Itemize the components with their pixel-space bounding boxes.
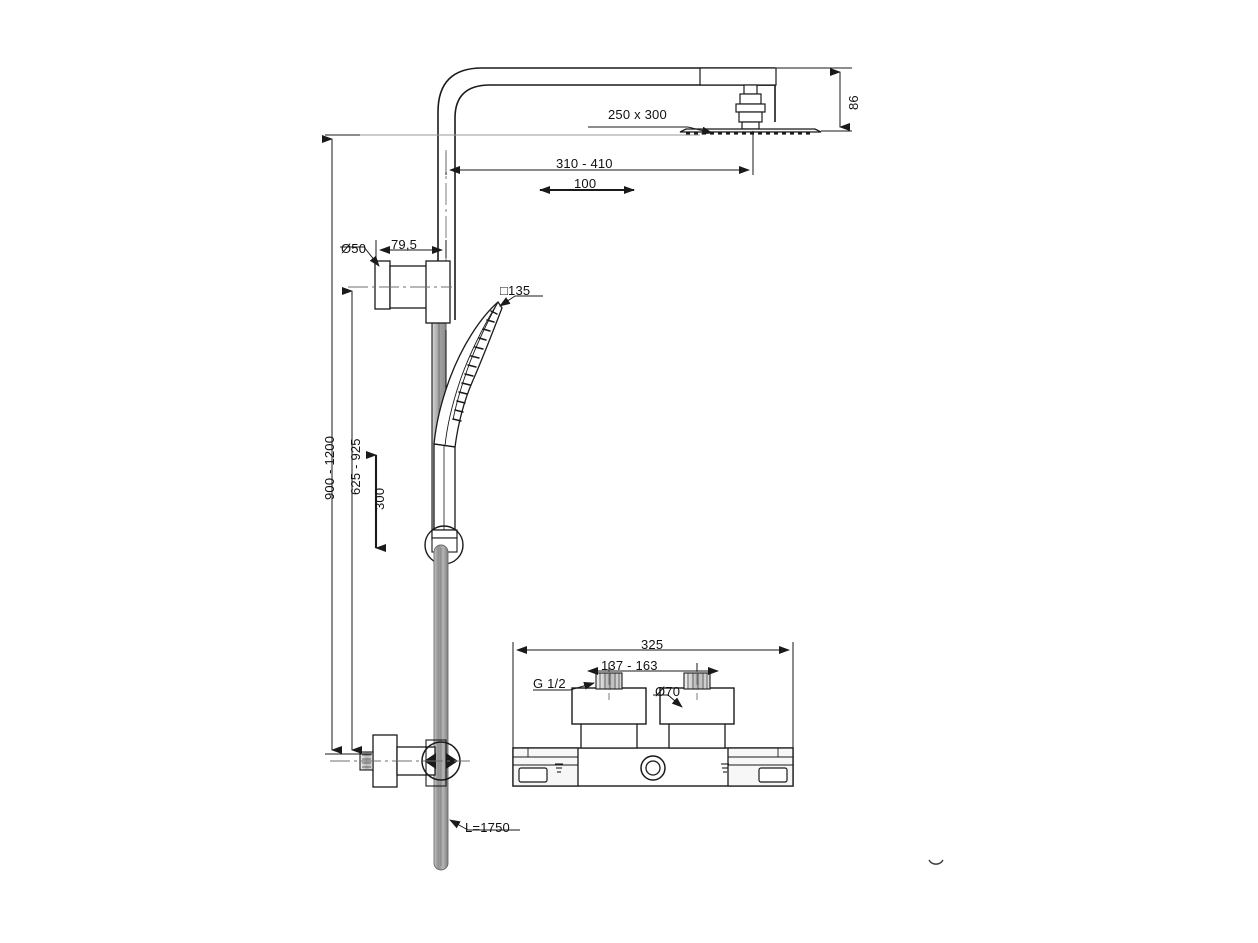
dimension-head-height bbox=[775, 67, 852, 132]
temperature-handle bbox=[512, 747, 579, 787]
hand-shower bbox=[431, 301, 503, 539]
label-head-height: 86 bbox=[846, 95, 861, 110]
label-handshower-size: □135 bbox=[500, 283, 531, 298]
label-inlet-spacing: 137 - 163 bbox=[601, 658, 658, 673]
shower-hose bbox=[433, 544, 449, 871]
label-slider-travel: 300 bbox=[372, 487, 387, 510]
label-arm-adjust: 100 bbox=[574, 176, 597, 191]
dimension-bracket-diameter-leader bbox=[340, 246, 380, 267]
label-bracket-height: 625 - 925 bbox=[348, 438, 363, 495]
inlet-left bbox=[571, 671, 647, 749]
label-bracket-diameter: Ø50 bbox=[341, 241, 367, 256]
outlet-port bbox=[640, 755, 666, 781]
dimension-inlet-spacing bbox=[587, 663, 719, 675]
page-artifact-mark bbox=[928, 859, 944, 865]
label-inlet-thread: G 1/2 bbox=[533, 676, 566, 691]
dimension-mixer-width bbox=[512, 642, 794, 786]
dimension-handshower-size-leader bbox=[499, 295, 543, 307]
hand-shower-nozzles bbox=[452, 310, 498, 422]
rain-shower-head bbox=[679, 84, 822, 135]
dimension-head-size-leader bbox=[588, 126, 713, 135]
handle-indicator-marks bbox=[555, 763, 729, 773]
label-overall-height: 900 - 1200 bbox=[322, 435, 337, 500]
dimension-inlet-diameter-leader bbox=[653, 694, 683, 708]
inlet-right bbox=[659, 671, 735, 749]
label-inlet-diameter: Ø70 bbox=[655, 684, 681, 699]
dimension-overall-height bbox=[322, 134, 372, 755]
label-mixer-width: 325 bbox=[641, 637, 664, 652]
label-arm-reach: 310 - 410 bbox=[556, 156, 613, 171]
flow-handle bbox=[727, 747, 794, 787]
label-bracket-offset: 79,5 bbox=[391, 237, 418, 252]
label-head-size: 250 x 300 bbox=[608, 107, 667, 122]
wall-bracket bbox=[374, 260, 451, 324]
shower-arm bbox=[437, 67, 776, 320]
dimension-inlet-thread-leader bbox=[533, 681, 595, 691]
label-hose-length: L=1750 bbox=[465, 820, 510, 835]
dimension-bracket-offset bbox=[375, 240, 447, 258]
dimension-hose-length-leader bbox=[449, 819, 520, 831]
arm-head-connector bbox=[699, 67, 777, 86]
